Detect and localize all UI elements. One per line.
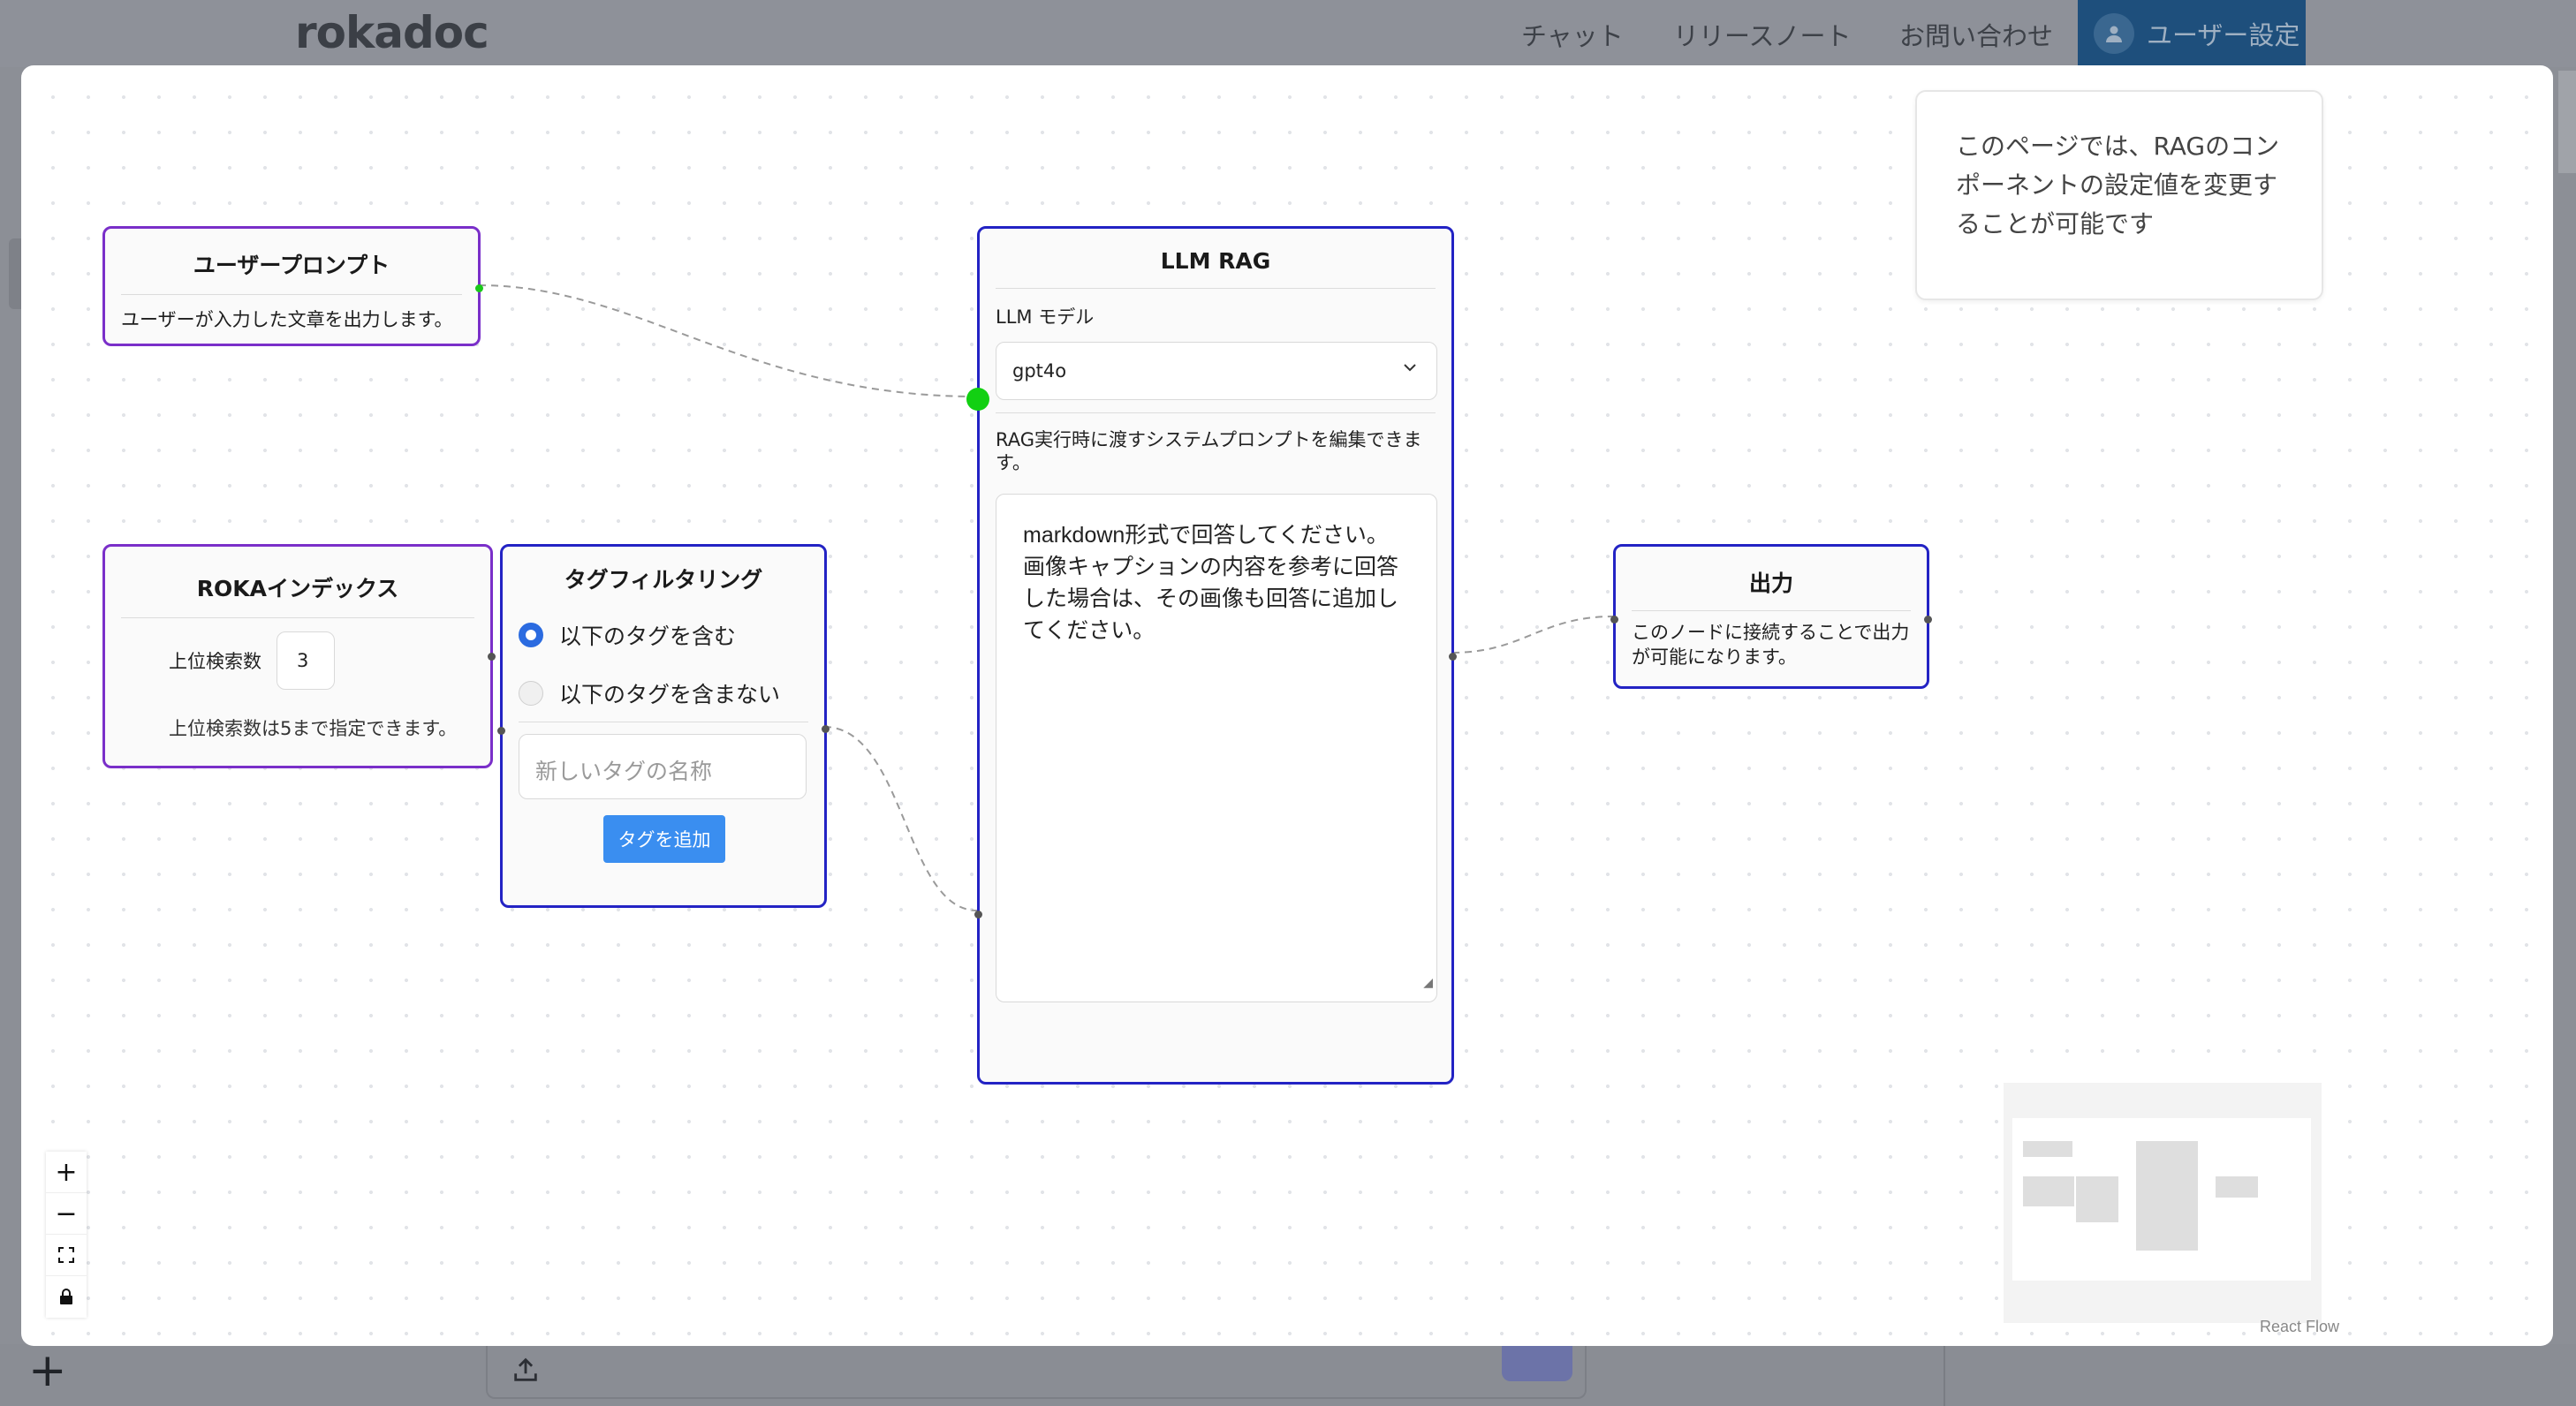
radio-label: 以下のタグを含まない <box>559 682 781 707</box>
minimap-node <box>2136 1141 2198 1251</box>
rag-settings-modal: ユーザープロンプト ユーザーが入力した文章を出力します。 ROKAインデックス … <box>21 65 2553 1346</box>
model-select[interactable]: gpt4o <box>996 342 1437 400</box>
node-title: ユーザープロンプト <box>193 253 390 278</box>
fit-view-button[interactable] <box>46 1235 87 1276</box>
node-divider <box>996 412 1436 413</box>
top-k-input[interactable]: 3 <box>277 631 335 690</box>
chevron-down-icon <box>1401 359 1419 382</box>
node-description: このノードに接続することで出力が可能になります。 <box>1632 622 1910 668</box>
new-chat-plus-icon[interactable]: + <box>28 1344 67 1397</box>
minimap-node <box>2023 1176 2074 1206</box>
flow-controls: + − <box>46 1152 87 1318</box>
radio-selected-icon <box>519 623 543 647</box>
zoom-out-button[interactable]: − <box>46 1193 87 1235</box>
node-divider <box>121 617 474 618</box>
system-prompt-textarea[interactable]: markdown形式で回答してください。 画像キャプションの内容を参考に回答した… <box>996 494 1437 1002</box>
node-roka-index[interactable]: ROKAインデックス 上位検索数 3 上位検索数は5まで指定できます。 <box>102 544 496 768</box>
node-divider <box>1632 610 1911 611</box>
minimap-node <box>2023 1141 2072 1157</box>
sidebar-tab <box>9 238 21 309</box>
edge-filter-to-rag <box>823 726 978 911</box>
model-value: gpt4o <box>1012 360 1067 382</box>
edge-prompt-to-rag <box>478 284 978 397</box>
prompt-label: RAG実行時に渡すシステムプロンプトを編集できます。 <box>996 429 1422 473</box>
node-title: ROKAインデックス <box>196 576 399 601</box>
resize-handle-icon[interactable]: ◢ <box>1423 975 1433 989</box>
nav-chat[interactable]: チャット <box>1521 21 1624 51</box>
background-panel-edge <box>2558 71 2576 173</box>
minimap-node <box>2216 1176 2258 1198</box>
upload-icon[interactable] <box>511 1355 541 1393</box>
lock-button[interactable] <box>46 1276 87 1318</box>
background-divider <box>1943 1344 1945 1406</box>
lock-icon <box>58 1281 74 1312</box>
chat-footer <box>0 1344 2576 1406</box>
info-panel: このページでは、RAGのコンポーネントの設定値を変更することが可能です <box>1915 90 2323 300</box>
radio-include-tags[interactable]: 以下のタグを含む <box>519 619 736 651</box>
target-handle[interactable] <box>974 911 982 918</box>
nav-user-settings[interactable]: ユーザー設定 <box>2078 0 2306 67</box>
node-title: 出力 <box>1748 571 1793 596</box>
target-handle[interactable] <box>497 727 505 735</box>
source-handle[interactable] <box>475 284 483 292</box>
send-button[interactable] <box>1502 1344 1572 1381</box>
top-k-label: 上位検索数 <box>169 651 261 672</box>
node-tag-filter[interactable]: タグフィルタリング 以下のタグを含む 以下のタグを含まない 新しいタグの名称 タ… <box>497 544 830 908</box>
top-k-hint: 上位検索数は5まで指定できます。 <box>169 718 458 739</box>
source-handle[interactable] <box>822 725 830 733</box>
edge-rag-to-output <box>1451 616 1614 654</box>
radio-label: 以下のタグを含む <box>559 624 737 649</box>
radio-unselected-icon <box>519 681 543 706</box>
flow-minimap[interactable] <box>2004 1083 2322 1323</box>
node-divider <box>996 288 1436 289</box>
source-handle[interactable] <box>1924 616 1932 624</box>
radio-exclude-tags[interactable]: 以下のタグを含まない <box>519 677 780 709</box>
node-title: LLM RAG <box>1160 248 1271 274</box>
nav-contact[interactable]: お問い合わせ <box>1899 21 2054 51</box>
zoom-in-button[interactable]: + <box>46 1152 87 1193</box>
node-output[interactable]: 出力 このノードに接続することで出力が可能になります。 <box>1610 544 1932 689</box>
add-tag-button[interactable]: タグを追加 <box>603 815 725 863</box>
node-divider <box>121 294 462 295</box>
source-handle[interactable] <box>488 653 496 661</box>
target-handle-active[interactable] <box>966 388 989 411</box>
user-settings-label: ユーザー設定 <box>2147 20 2300 50</box>
source-handle[interactable] <box>1449 653 1457 661</box>
node-llm-rag[interactable]: LLM RAG LLM モデル gpt4o RAG実行時に渡すシステムプロンプト… <box>966 226 1457 1085</box>
model-label: LLM モデル <box>996 306 1095 328</box>
system-prompt-text: markdown形式で回答してください。 画像キャプションの内容を参考に回答した… <box>1023 523 1399 643</box>
new-tag-input[interactable]: 新しいタグの名称 <box>519 734 807 799</box>
node-description: ユーザーが入力した文章を出力します。 <box>121 309 453 330</box>
chat-input-box[interactable] <box>486 1344 1587 1399</box>
top-navbar: rokadoc チャット リリースノート お問い合わせ ユーザー設定 <box>0 0 2576 67</box>
node-user-prompt[interactable]: ユーザープロンプト ユーザーが入力した文章を出力します。 <box>102 226 483 346</box>
user-icon <box>2094 13 2134 54</box>
react-flow-attribution[interactable]: React Flow <box>2260 1318 2340 1335</box>
node-title: タグフィルタリング <box>564 567 763 593</box>
fit-view-icon <box>57 1240 75 1271</box>
minimap-node <box>2076 1176 2118 1222</box>
target-handle[interactable] <box>1610 616 1618 624</box>
nav-release-notes[interactable]: リリースノート <box>1673 21 1852 51</box>
brand-logo[interactable]: rokadoc <box>295 7 489 58</box>
